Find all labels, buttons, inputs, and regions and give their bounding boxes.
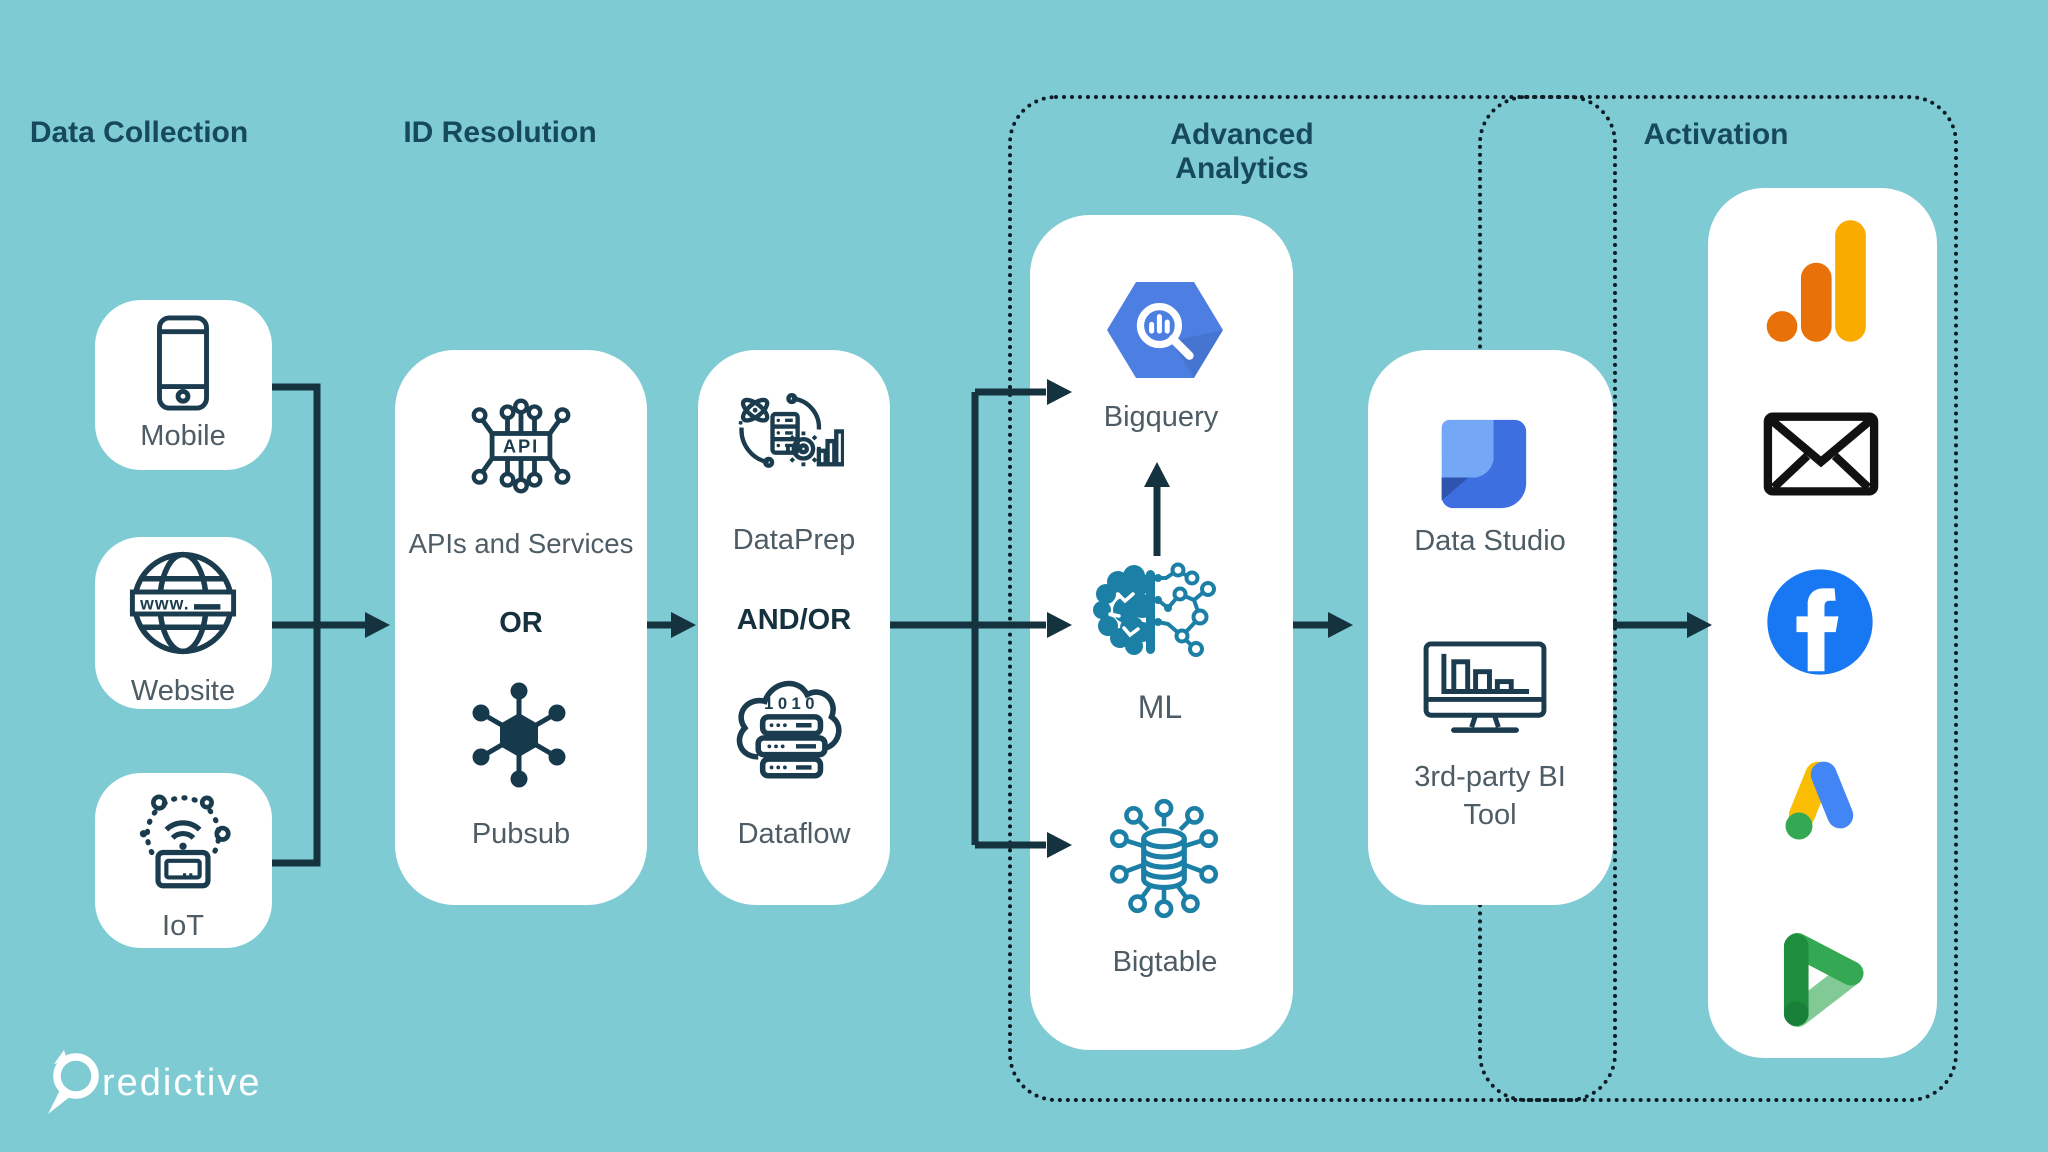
ml-brain-icon xyxy=(1088,556,1234,678)
predictive-logo-mark-icon xyxy=(44,1048,102,1116)
api-chip-text: API xyxy=(503,436,539,457)
dataprep-label: DataPrep xyxy=(732,524,856,556)
pubsub-node-icon xyxy=(463,680,575,790)
website-card xyxy=(95,537,272,709)
dataflow-cloud-icon: 1010 xyxy=(727,668,855,788)
display-video-360-icon xyxy=(1766,904,1878,1038)
google-ads-icon xyxy=(1764,744,1878,844)
mobile-label: Mobile xyxy=(140,420,226,452)
bigquery-label: Bigquery xyxy=(1103,401,1219,433)
globe-www-text: www. xyxy=(139,594,190,614)
bigtable-label: Bigtable xyxy=(1112,946,1218,978)
globe-www-icon: www. xyxy=(128,548,238,658)
facebook-icon xyxy=(1764,566,1876,678)
apis-label: APIs and Services xyxy=(408,528,634,559)
iot-label: IoT xyxy=(162,910,204,942)
dataprep-icon xyxy=(730,390,844,498)
apis-pubsub-card xyxy=(395,350,647,905)
iot-device-icon xyxy=(131,788,235,892)
smartphone-icon xyxy=(152,314,214,412)
bi-tool-label: 3rd-party BI Tool xyxy=(1414,761,1566,832)
dataflow-binary-text: 1010 xyxy=(764,694,819,713)
website-label: Website xyxy=(130,675,236,707)
bi-monitor-icon xyxy=(1418,640,1552,742)
data-studio-label: Data Studio xyxy=(1414,525,1566,557)
header-activation: Activation xyxy=(1643,118,1789,151)
header-advanced-analytics: Advanced Analytics xyxy=(1170,118,1314,185)
api-chip-icon: API xyxy=(468,393,574,499)
dataflow-label: Dataflow xyxy=(737,818,851,850)
bigquery-icon xyxy=(1096,272,1234,388)
pubsub-label: Pubsub xyxy=(471,818,571,850)
bigtable-icon xyxy=(1098,798,1230,920)
email-icon xyxy=(1762,410,1880,498)
or-operator: OR xyxy=(499,607,543,639)
header-id-resolution: ID Resolution xyxy=(403,116,597,149)
ml-label: ML xyxy=(1137,689,1183,725)
data-studio-icon xyxy=(1433,416,1531,512)
predictive-logo-text: redictive xyxy=(102,1062,262,1104)
andor-operator: AND/OR xyxy=(736,604,852,636)
header-data-collection: Data Collection xyxy=(29,116,249,149)
google-analytics-icon xyxy=(1762,212,1880,350)
